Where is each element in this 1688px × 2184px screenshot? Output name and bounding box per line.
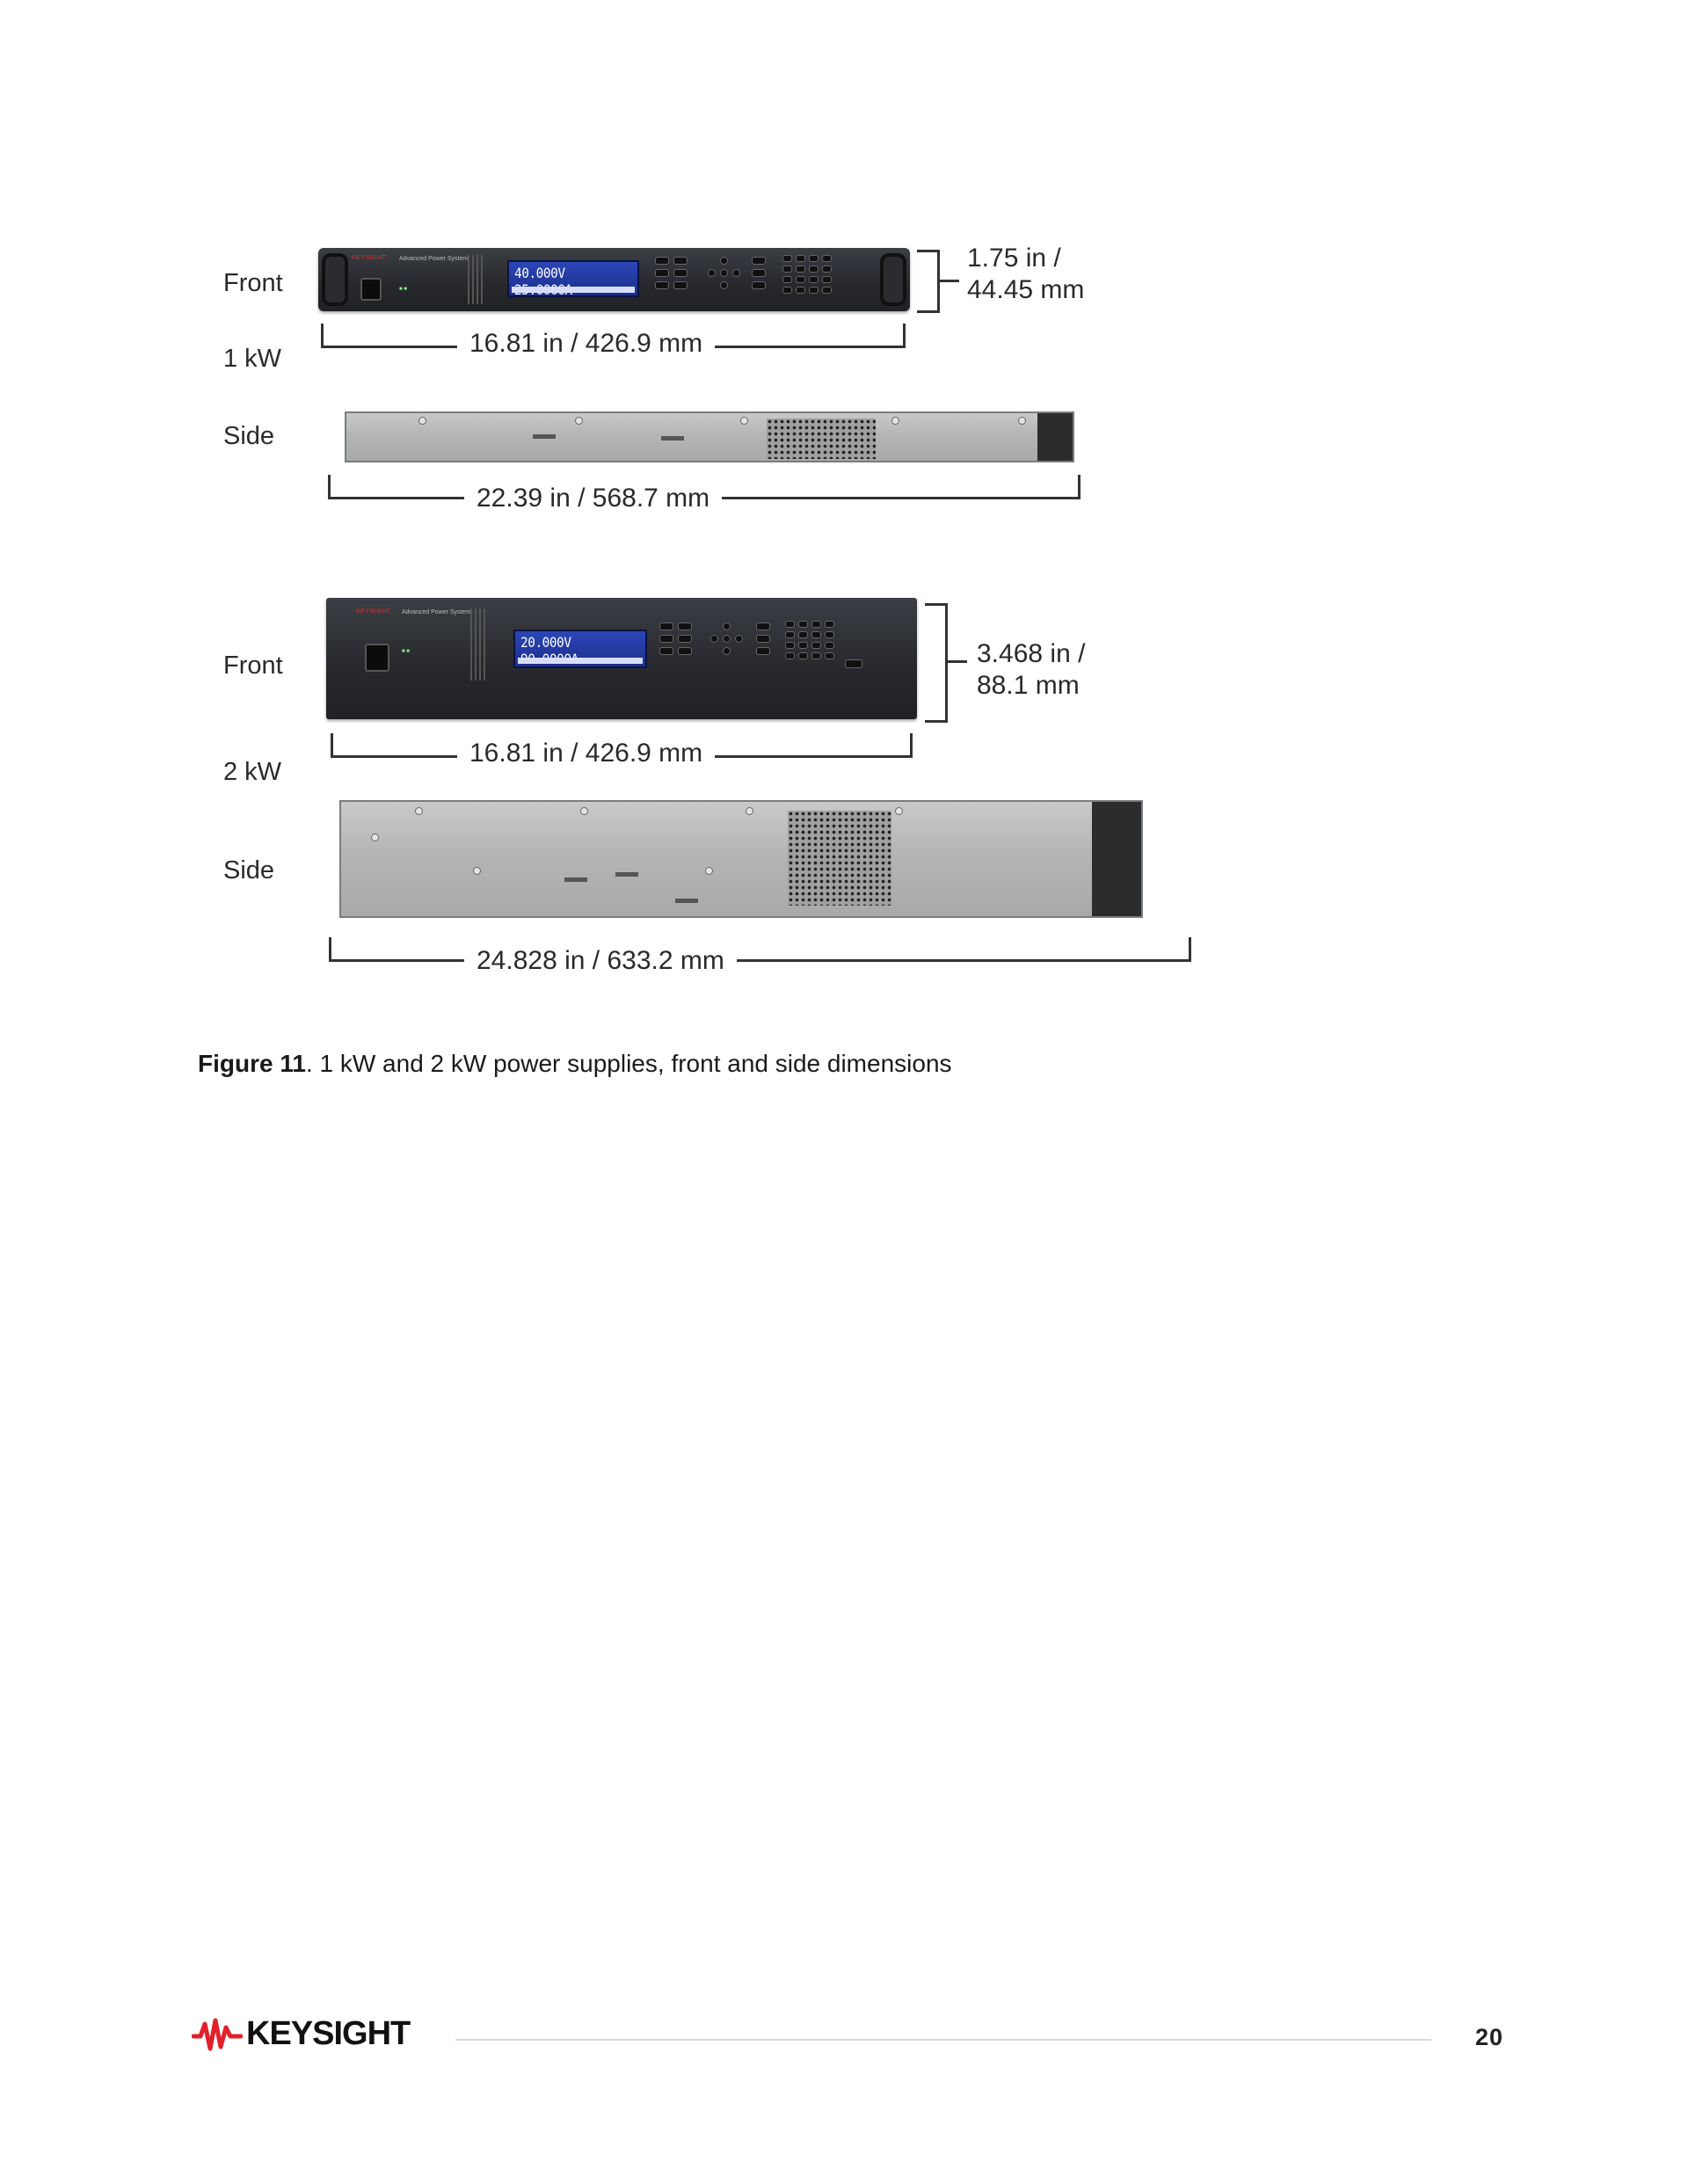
model-label: Advanced Power System: [399, 256, 469, 262]
nav-keys: [710, 622, 743, 655]
length-dimension-line-2kw: [329, 937, 1191, 962]
rack-handle-left: [322, 253, 348, 306]
keypad-left: [659, 622, 692, 655]
footer-logo: KEYSIGHT: [192, 2015, 411, 2053]
power-switch: [360, 278, 382, 301]
height-dimension-1kw: 1.75 in / 44.45 mm: [967, 243, 1084, 306]
height-line2: 88.1 mm: [977, 671, 1080, 700]
lcd-display-1kw: 40.000V 25.0000A: [507, 260, 639, 298]
width-dimension-1kw: 16.81 in / 426.9 mm: [457, 329, 716, 359]
page-number: 20: [1475, 2024, 1504, 2050]
brand-mark: KEYSIGHT: [352, 255, 387, 261]
keysight-wave-icon: [192, 2018, 243, 2050]
height-bracket-tick-1kw: [940, 280, 959, 282]
keypad-mid: [756, 622, 770, 655]
front-panel-2kw: KEYSIGHT Advanced Power System ■ ■ 20.00…: [326, 598, 917, 719]
vent-grill: [788, 811, 891, 906]
rear-terminal-connector: [0, 55, 18, 81]
side-panel-2kw: [339, 800, 1143, 918]
label-1kw-side: Side: [223, 422, 275, 450]
figure-caption: Figure 11. 1 kW and 2 kW power supplies,…: [198, 1050, 952, 1078]
model-label: Advanced Power System: [402, 609, 471, 615]
label-2kw-front: Front: [223, 652, 283, 680]
length-dimension-2kw: 24.828 in / 633.2 mm: [464, 946, 737, 976]
status-led-icon: ■ ■: [402, 649, 410, 654]
power-switch: [365, 644, 389, 672]
footer-divider: [455, 2039, 1431, 2041]
rear-terminal-connector: [0, 0, 25, 25]
figure-caption-text: . 1 kW and 2 kW power supplies, front an…: [305, 1050, 952, 1077]
brand-mark: KEYSIGHT: [356, 608, 391, 615]
front-vent: [468, 255, 485, 304]
display-status-strip: [518, 658, 643, 664]
nav-keys: [708, 257, 740, 289]
enter-key: [845, 659, 862, 668]
label-2kw-side: Side: [223, 856, 275, 885]
numeric-keypad: [782, 255, 832, 294]
footer-logo-text: KEYSIGHT: [246, 2015, 411, 2052]
height-line1: 1.75 in /: [967, 244, 1061, 273]
front-vent: [470, 608, 488, 681]
keypad-mid: [752, 257, 766, 289]
height-bracket-1kw: [917, 250, 940, 313]
height-line2: 44.45 mm: [967, 275, 1085, 304]
height-dimension-2kw: 3.468 in / 88.1 mm: [977, 638, 1085, 702]
numeric-keypad: [785, 621, 834, 659]
status-led-icon: ■ ■: [399, 287, 407, 292]
height-bracket-tick-2kw: [948, 660, 967, 663]
display-status-strip: [512, 287, 635, 293]
vent-grill: [767, 419, 876, 459]
side-endcap: [1092, 802, 1141, 916]
keypad-left: [655, 257, 688, 289]
rack-handle-right: [880, 253, 906, 306]
label-1kw-group: 1 kW: [223, 345, 282, 373]
side-panel-1kw: [345, 411, 1074, 462]
display-readout: 40.000V 25.0000A: [514, 265, 572, 298]
label-1kw-front: Front: [223, 269, 283, 297]
label-2kw-group: 2 kW: [223, 758, 282, 786]
lcd-display-2kw: 20.000V 90.0000A: [513, 630, 647, 668]
width-dimension-2kw: 16.81 in / 426.9 mm: [457, 739, 716, 768]
figure-caption-label: Figure 11: [198, 1050, 306, 1077]
side-endcap: [1037, 413, 1073, 461]
height-bracket-2kw: [925, 603, 948, 723]
length-dimension-1kw: 22.39 in / 568.7 mm: [464, 484, 723, 513]
rack-handle-loop: [0, 25, 23, 55]
front-panel-1kw: KEYSIGHT Advanced Power System ■ ■ 40.00…: [318, 248, 910, 311]
height-line1: 3.468 in /: [977, 639, 1086, 668]
